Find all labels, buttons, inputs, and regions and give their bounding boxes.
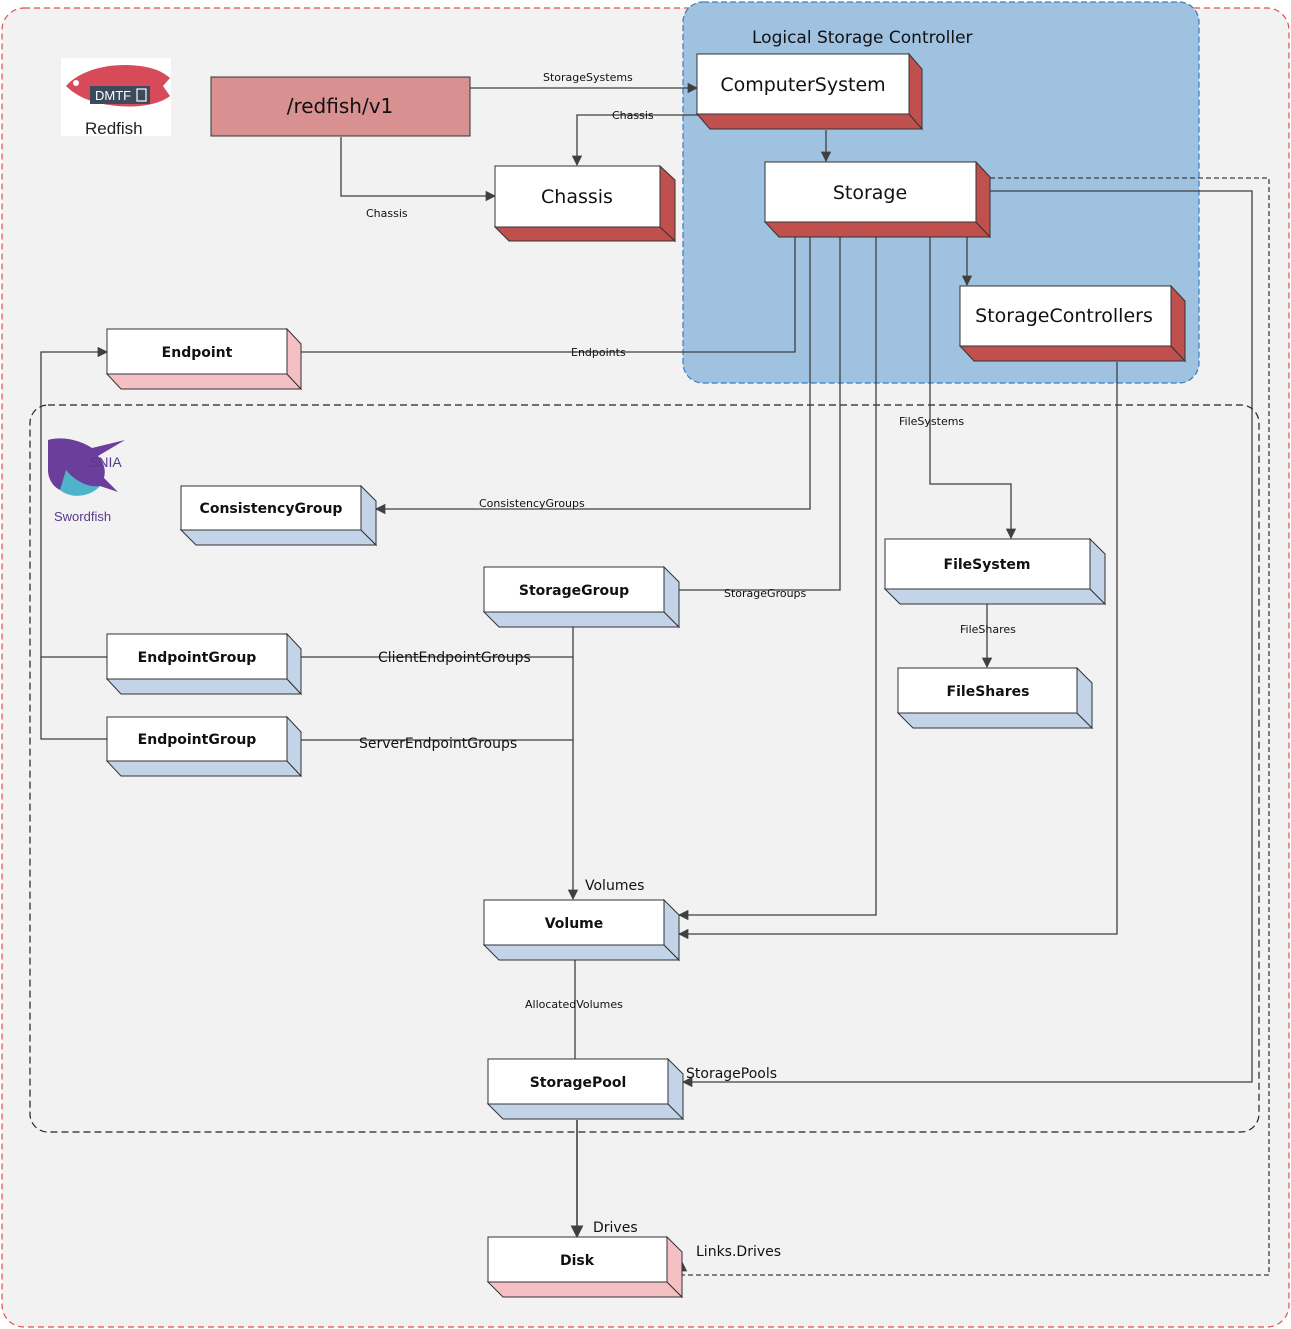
node-consistency-group-label: ConsistencyGroup	[200, 501, 343, 517]
node-storage-label: Storage	[833, 182, 907, 204]
edge-file-systems	[929, 236, 1017, 540]
edge-chassis-from-cs	[571, 114, 710, 167]
node-storage-group-label: StorageGroup	[519, 583, 629, 599]
snia-swordfish-logo: SNIA Swordfish	[48, 438, 125, 524]
edge-storage-groups	[662, 236, 841, 596]
node-endpoint-group-server-label: EndpointGroup	[138, 732, 257, 748]
node-computer-system: ComputerSystem	[695, 52, 924, 131]
node-file-shares-label: FileShares	[947, 684, 1030, 700]
swordfish-logo-name: Swordfish	[54, 509, 111, 524]
node-disk-label: Disk	[560, 1253, 595, 1269]
edge-endpointgroup-client-to-endpoint	[40, 346, 109, 658]
edge-endpointgroup-server-to-endpoint	[40, 657, 107, 740]
node-volume-label: Volume	[545, 916, 604, 932]
label-chassis-from-root: Chassis	[366, 207, 408, 220]
edge-links-drives	[676, 177, 1270, 1276]
edge-labels: StorageSystems Chassis Chassis Endpoints…	[359, 71, 1016, 1260]
label-volumes: Volumes	[585, 878, 644, 894]
edge-storage-pools	[681, 190, 1253, 1088]
node-storage: Storage	[763, 160, 992, 239]
edge-endpoints	[286, 236, 796, 358]
node-file-shares: FileShares	[896, 666, 1094, 730]
node-storage-controllers: StorageControllers	[958, 284, 1187, 363]
node-storage-group: StorageGroup	[482, 565, 681, 629]
edge-chassis-from-root	[340, 137, 497, 202]
node-storage-pool-label: StoragePool	[530, 1075, 627, 1091]
node-redfish-root: /redfish/v1	[210, 76, 471, 137]
node-endpoint-group-client-label: EndpointGroup	[138, 650, 257, 666]
dmtf-redfish-logo: DMTF Redfish	[61, 58, 171, 138]
label-chassis-from-cs: Chassis	[612, 109, 654, 122]
label-client-endpoint-groups: ClientEndpointGroups	[378, 650, 531, 666]
edge-controllers-to-volume	[677, 362, 1118, 940]
node-consistency-group: ConsistencyGroup	[179, 484, 378, 547]
label-file-systems: FileSystems	[899, 415, 964, 428]
label-storage-groups: StorageGroups	[724, 587, 807, 600]
node-disk: Disk	[486, 1235, 684, 1299]
node-storage-controllers-label: StorageControllers	[975, 305, 1153, 327]
node-endpoint: Endpoint	[105, 327, 303, 391]
node-chassis: Chassis	[493, 164, 677, 243]
node-endpoint-group-client: EndpointGroup	[105, 632, 303, 696]
label-server-endpoint-groups: ServerEndpointGroups	[359, 736, 517, 752]
node-file-system-label: FileSystem	[944, 557, 1031, 573]
edges	[40, 82, 1270, 1276]
label-links-drives: Links.Drives	[696, 1244, 781, 1260]
label-file-shares: FileShares	[960, 623, 1016, 636]
dmtf-badge-text: DMTF	[95, 88, 131, 103]
label-storage-systems: StorageSystems	[543, 71, 633, 84]
label-drives: Drives	[593, 1220, 638, 1236]
label-endpoints: Endpoints	[571, 346, 626, 359]
node-volume: Volume	[482, 898, 681, 962]
redfish-logo-name: Redfish	[85, 119, 143, 138]
node-endpoint-group-server: EndpointGroup	[105, 715, 303, 778]
node-endpoint-label: Endpoint	[162, 345, 233, 361]
lsc-region-title: Logical Storage Controller	[752, 28, 973, 48]
node-redfish-root-label: /redfish/v1	[287, 94, 394, 118]
snia-badge-text: SNIA	[89, 454, 122, 470]
edge-storage-to-volume	[677, 228, 877, 921]
swordfish-region	[29, 404, 1260, 1133]
node-computer-system-label: ComputerSystem	[720, 74, 885, 96]
label-storage-pools: StoragePools	[686, 1066, 777, 1082]
node-chassis-label: Chassis	[541, 186, 613, 208]
edge-consistency-groups	[374, 236, 811, 515]
label-consistency-groups: ConsistencyGroups	[479, 497, 585, 510]
node-file-system: FileSystem	[883, 537, 1107, 606]
label-allocated-volumes: AllocatedVolumes	[525, 998, 623, 1011]
node-storage-pool: StoragePool	[486, 1057, 685, 1121]
